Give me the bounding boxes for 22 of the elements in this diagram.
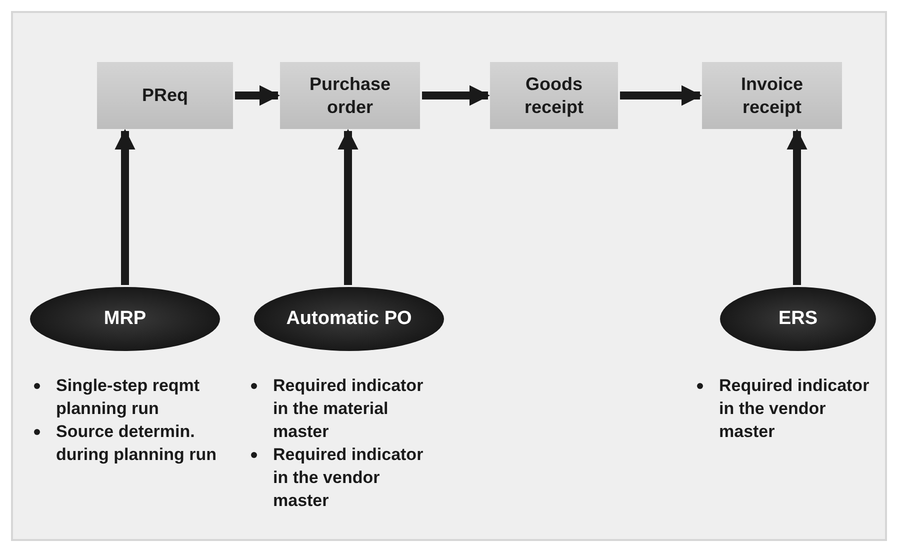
arrow: [786, 128, 808, 285]
node-label: ERS: [778, 307, 818, 331]
node-label: Purchase order: [308, 73, 392, 118]
process-box: [702, 62, 842, 129]
arrow: [620, 85, 702, 106]
node-label: PReq: [140, 84, 189, 107]
bullet-text: Source determin. during planning run: [56, 421, 218, 466]
arrow: [235, 85, 280, 106]
bullet-text: Required indicator in the material master: [273, 375, 424, 443]
node-label: Goods receipt: [523, 73, 585, 118]
arrow: [422, 85, 490, 106]
bullet-text: Required indicator in the vendor master: [719, 375, 870, 443]
arrow: [338, 128, 358, 285]
node-label: MRP: [104, 307, 146, 331]
bullet-text: Single-step reqmt planning run: [56, 375, 201, 420]
node-label: Invoice receipt: [740, 73, 804, 118]
process-box: [280, 62, 420, 129]
process-box: [97, 62, 233, 129]
process-box: [490, 62, 618, 129]
arrow: [114, 128, 136, 285]
bullet-text: Required indicator in the vendor master: [273, 444, 424, 512]
node-label: Automatic PO: [286, 307, 412, 331]
